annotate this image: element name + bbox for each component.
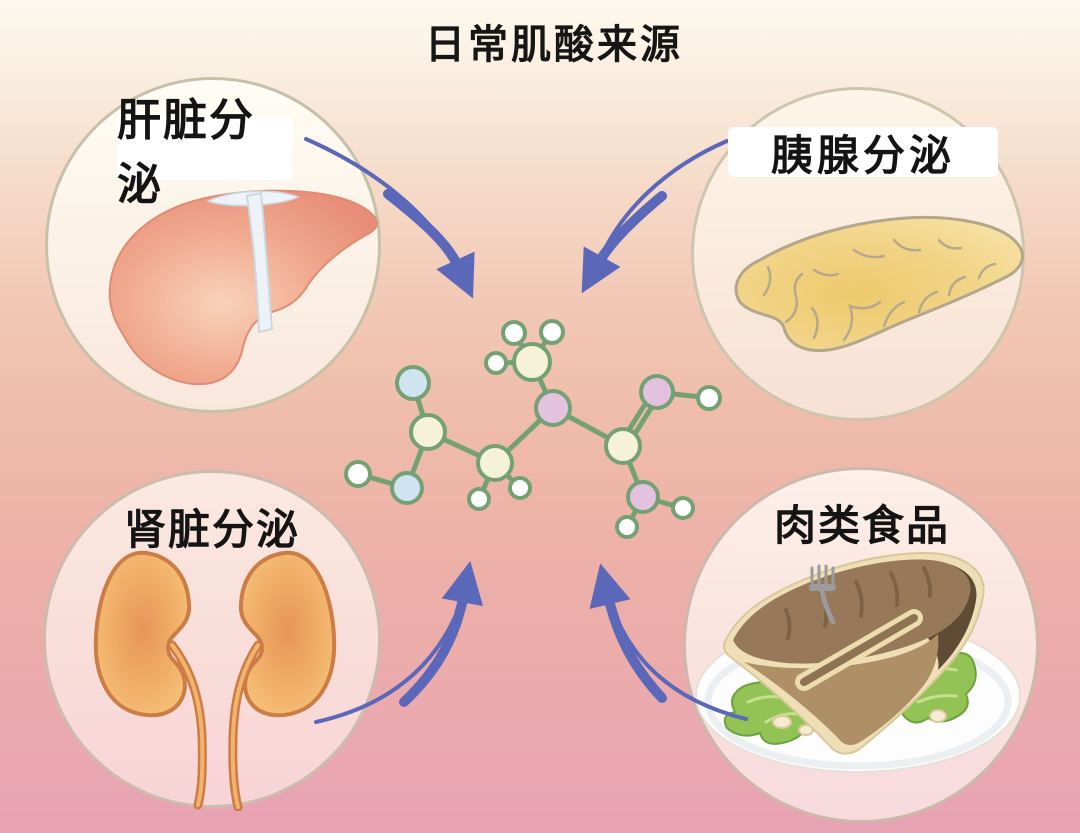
atom-carbon bbox=[476, 444, 514, 482]
creatine-molecule-icon bbox=[344, 319, 722, 539]
atom-hydrogen bbox=[501, 320, 527, 346]
atom-oxygen bbox=[395, 365, 431, 401]
atom-carbon bbox=[604, 427, 642, 465]
atom-hydrogen bbox=[539, 319, 565, 345]
label-pancreas-text: 胰腺分泌 bbox=[770, 131, 955, 179]
atom-carbon bbox=[512, 342, 552, 382]
atom-carbon bbox=[409, 413, 447, 451]
pancreas-icon bbox=[734, 215, 1024, 353]
atom-hydrogen bbox=[615, 515, 639, 539]
atom-nitrogen bbox=[639, 374, 675, 410]
label-meat-text: 肉类食品 bbox=[773, 502, 950, 549]
atom-hydrogen bbox=[467, 487, 491, 511]
label-card-pancreas: 胰腺分泌 bbox=[728, 127, 998, 179]
atom-nitrogen bbox=[534, 389, 572, 427]
fork-icon bbox=[809, 564, 836, 625]
steak-icon bbox=[695, 552, 1021, 773]
kidneys-icon bbox=[93, 550, 337, 811]
atom-hydrogen bbox=[508, 476, 532, 500]
source-circle-meat bbox=[683, 467, 1039, 823]
atom-oxygen bbox=[390, 471, 424, 505]
label-liver-text: 肝脏分泌 bbox=[117, 96, 255, 209]
page-title: 日常肌酸来源 bbox=[425, 23, 683, 67]
bone bbox=[795, 609, 923, 691]
label-card-liver: 肝脏分泌 bbox=[117, 96, 293, 209]
atom-hydrogen bbox=[484, 351, 508, 375]
label-kidney-text: 肾脏分泌 bbox=[123, 506, 300, 553]
atom-nitrogen bbox=[626, 480, 660, 514]
